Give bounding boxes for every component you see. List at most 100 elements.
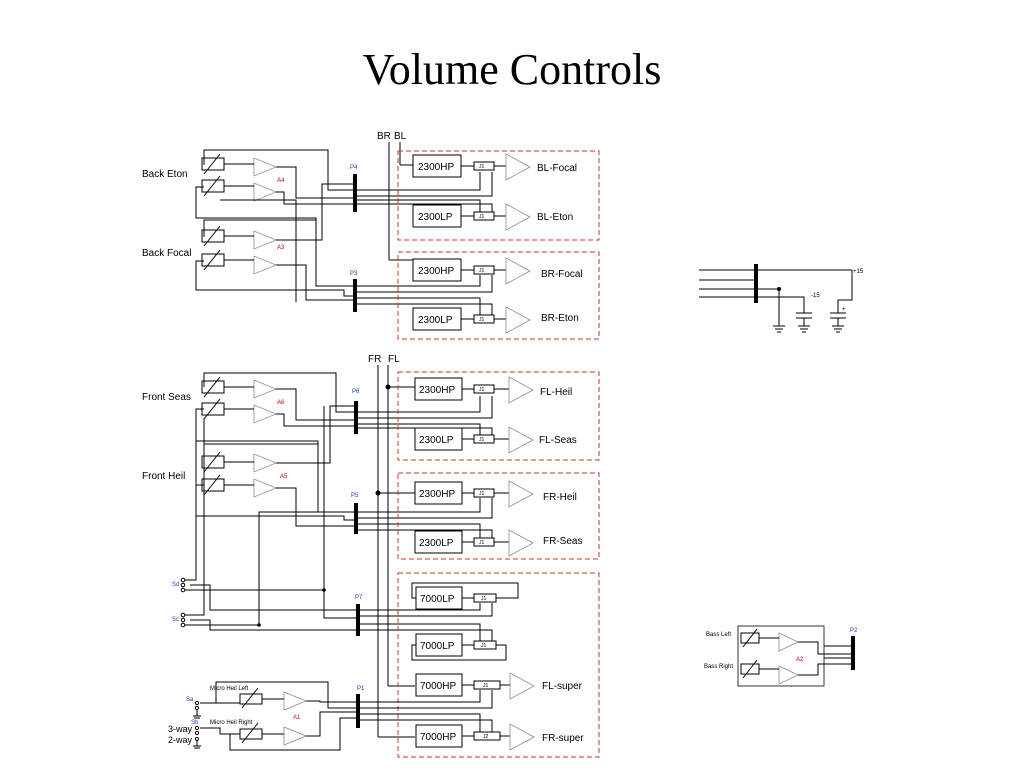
connector-p3: P3: [350, 271, 358, 312]
op-amp: A5: [253, 453, 288, 498]
filter-block: 2300LP J1 FL-Seas: [414, 426, 577, 454]
output-label: FL-Heil: [540, 387, 572, 398]
filter-label: 2300LP: [418, 315, 453, 326]
op-amp: A2: [778, 632, 804, 685]
filter-block: 2300HP J1 FR-Heil: [414, 480, 577, 508]
potentiometer: [239, 687, 263, 744]
amp-label: A1: [293, 715, 301, 721]
front-section: FR FL Front Seas Front Heil: [142, 354, 600, 738]
connector-label: P3: [350, 271, 358, 277]
switch-label-sd: Sd: [172, 582, 179, 588]
jumper-label: J1: [479, 387, 485, 393]
mode-label-3-way: 3-way: [168, 724, 193, 734]
output-label: BL-Eton: [537, 212, 573, 223]
pot-label-bass-left: Bass Left: [706, 632, 731, 638]
mode-label-2-way: 2-way: [168, 735, 193, 745]
connector-p2: P2: [850, 628, 858, 670]
jumper-label: J2: [483, 734, 489, 740]
connector-label: P6: [352, 389, 360, 395]
output-label: FR-Seas: [543, 536, 582, 547]
filter-block: 7000HP J1 FL-super: [415, 672, 583, 700]
bus-label-fr: FR: [368, 354, 381, 365]
filter-label: 7000LP: [420, 594, 455, 605]
potentiometer: [201, 376, 225, 420]
filter-block: 2300HP J1 FL-Heil: [414, 376, 572, 404]
dashed-group: [397, 472, 600, 560]
filter-label: 2300HP: [419, 385, 455, 396]
pot-label-bass-right: Bass Right: [704, 664, 733, 670]
potentiometer: [201, 153, 225, 197]
bass-section: Bass Left Bass Right A2 P2: [704, 625, 858, 687]
group-label-back-focal: Back Focal: [142, 248, 191, 259]
filter-block: 7000LP J1: [411, 582, 519, 610]
switch-label-sb: Sb: [191, 720, 199, 726]
connector-p1: P1: [356, 686, 365, 728]
group-label-back-eton: Back Eton: [142, 169, 188, 180]
bus-label-bl: BL: [394, 131, 407, 142]
connector-label: P5: [351, 493, 359, 499]
amp-label: A6: [277, 400, 285, 406]
amp-label: A2: [796, 657, 804, 663]
output-label: FR-Heil: [543, 492, 577, 503]
connector-p4: P4: [350, 165, 358, 212]
filter-block: 2300HP J1 BL-Focal: [412, 153, 577, 181]
dashed-group: [397, 572, 600, 758]
filter-label: 2300LP: [419, 538, 454, 549]
dashed-group: [397, 251, 600, 340]
connector-p5: P5: [351, 493, 359, 534]
jumper-label: J1: [481, 643, 487, 649]
jumper-label: J1: [479, 214, 485, 220]
op-amp: A3: [253, 230, 285, 275]
jumper-label: J1: [479, 437, 485, 443]
power-label-plus-15: +15: [853, 269, 864, 275]
potentiometer: [201, 225, 225, 271]
jumper-label: J1: [479, 491, 485, 497]
connector-label: P2: [850, 628, 858, 634]
amp-label: A4: [277, 178, 285, 184]
output-label: FR-super: [542, 733, 584, 744]
bus-label-br: BR: [377, 131, 391, 142]
page-title: Volume Controls: [362, 45, 662, 94]
filter-label: 2300HP: [418, 266, 454, 277]
jumper-label: J1: [479, 268, 485, 274]
filter-block: 7000LP J1: [411, 633, 507, 661]
switch-label-sa: Sa: [186, 697, 194, 703]
op-amp: A1: [283, 691, 308, 746]
output-label: BR-Eton: [541, 313, 579, 324]
filter-label: 2300HP: [418, 162, 454, 173]
op-amp: A6: [253, 379, 285, 424]
potentiometer: [201, 451, 225, 496]
output-label: FL-Seas: [539, 435, 577, 446]
jumper-label: J1: [483, 683, 489, 689]
dashed-group: [397, 371, 600, 461]
jumper-label: J1: [479, 164, 485, 170]
filter-block: 2300LP J1 BR-Eton: [412, 306, 579, 334]
potentiometer: [740, 628, 760, 679]
pot-label-micro-heil-right: Micro Heil Right: [210, 720, 253, 726]
power-label-minus-15: -15: [811, 293, 820, 299]
output-label: FL-super: [542, 681, 583, 692]
jumper-label: J1: [479, 540, 485, 546]
filter-label: 7000LP: [420, 641, 455, 652]
connector-label: P1: [357, 686, 365, 692]
connector-label: P4: [350, 165, 358, 171]
jumper-label: J1: [479, 317, 485, 323]
connector-p6: P6: [352, 389, 360, 434]
filter-label: 7000HP: [420, 681, 456, 692]
power-label-plus: +: [842, 307, 846, 313]
back-section: BR BL Back Eton Back Focal: [142, 131, 600, 340]
filter-label: 2300LP: [418, 212, 453, 223]
filter-block: 2300HP J1 BR-Focal: [412, 257, 583, 285]
power-section: -15 +15 +: [699, 264, 864, 333]
output-label: BL-Focal: [537, 163, 577, 174]
jumper-label: J1: [481, 596, 487, 602]
connector-p7: P7: [355, 595, 363, 636]
connector-label: P7: [355, 595, 363, 601]
filter-block: 2300LP J1 FR-Seas: [414, 529, 582, 557]
filter-label: 2300HP: [419, 489, 455, 500]
group-label-front-heil: Front Heil: [142, 471, 185, 482]
amp-label: A3: [277, 245, 285, 251]
sub-section: Sd Sc P7 7000LP: [168, 406, 600, 758]
